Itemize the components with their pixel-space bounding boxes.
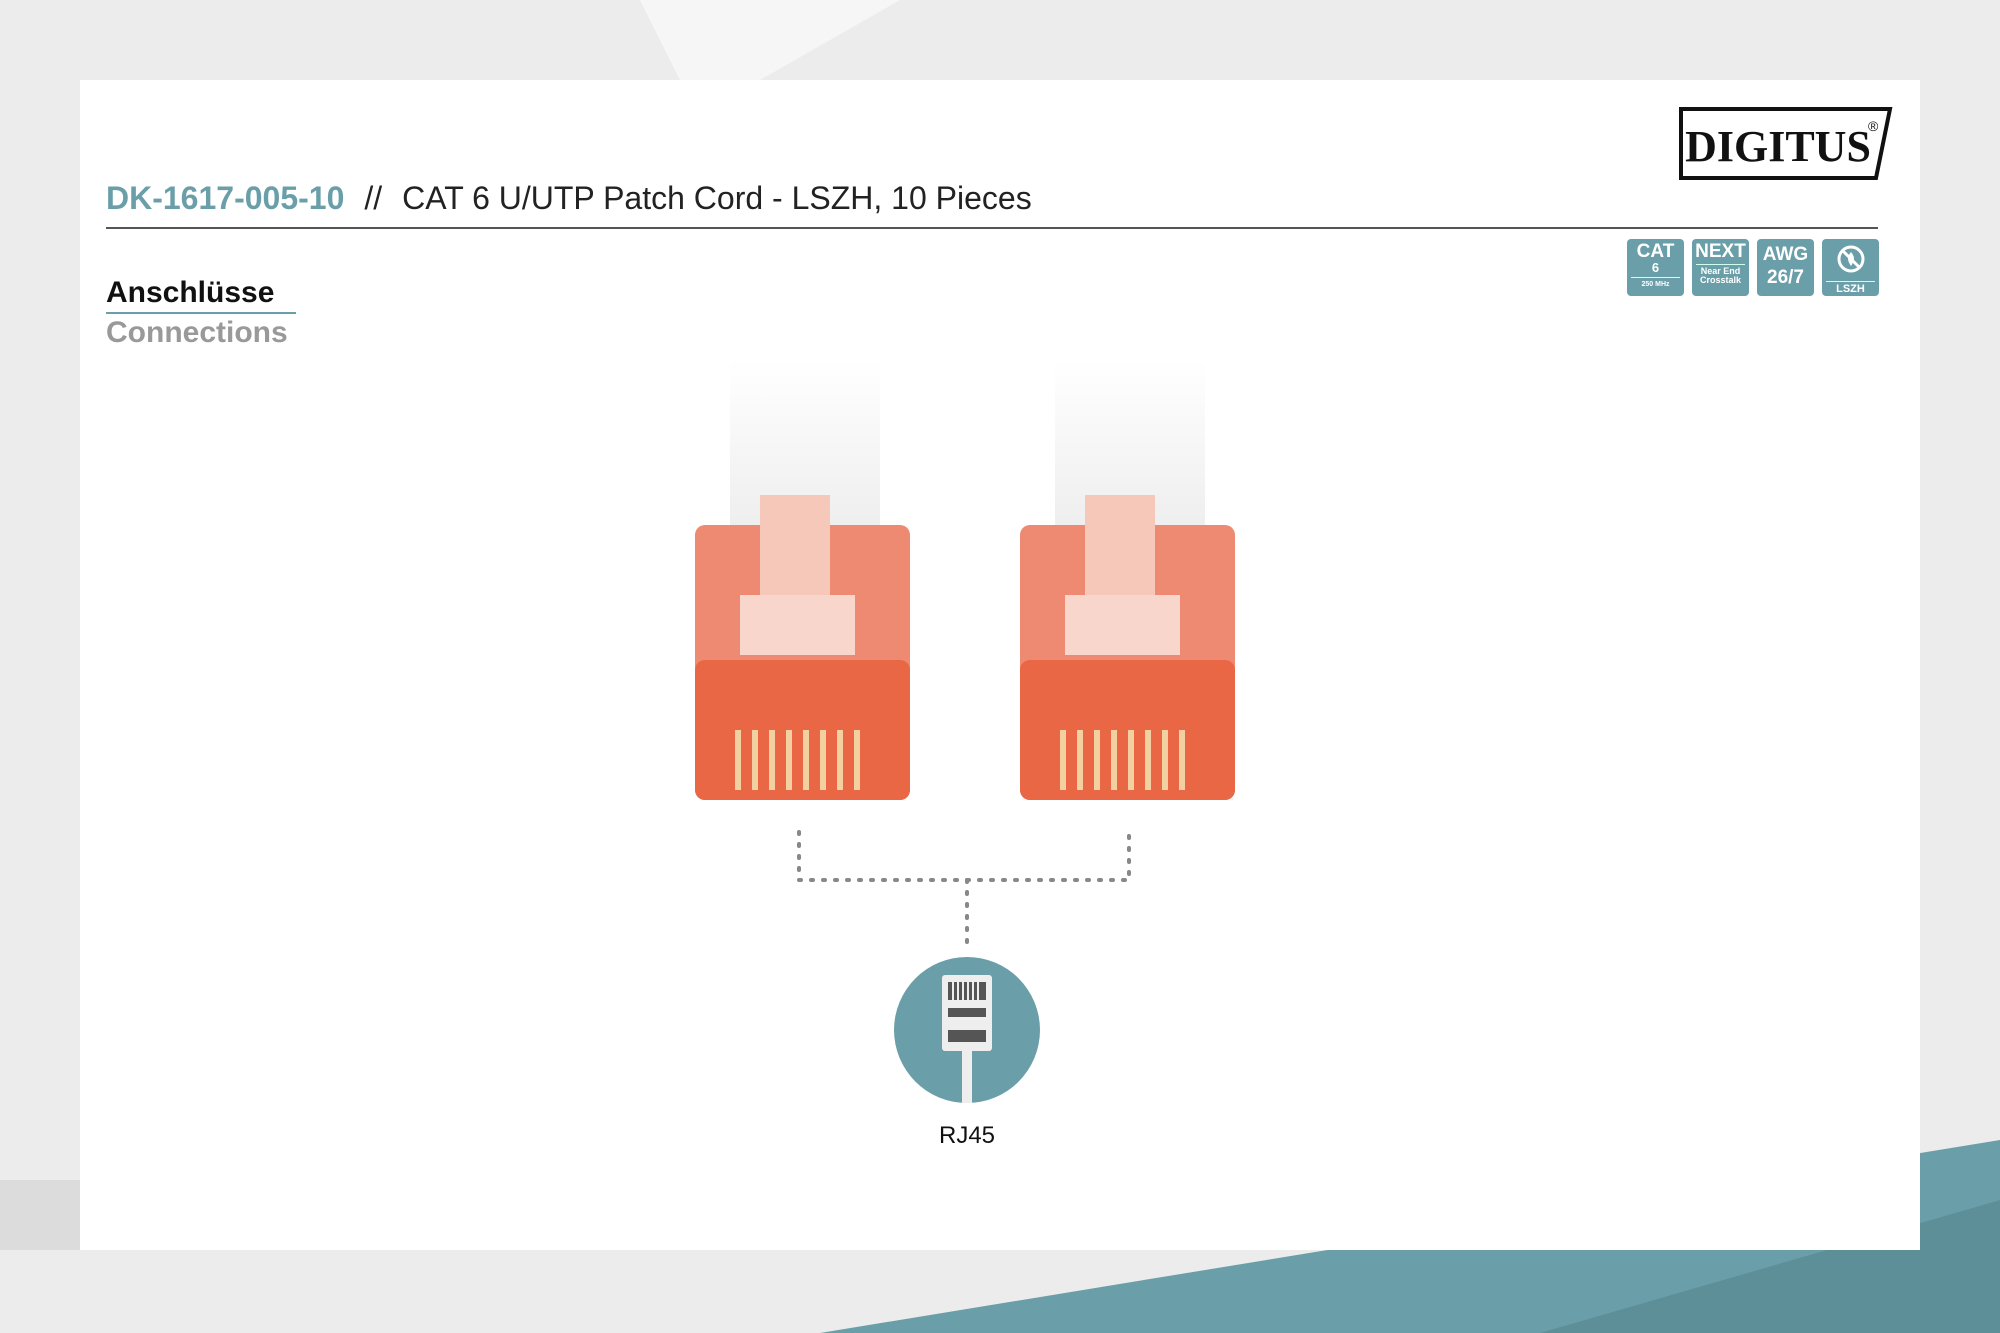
- badge-text: 6: [1651, 260, 1660, 275]
- rj45-connector-left: [695, 360, 910, 800]
- page-title: DK-1617-005-10 // CAT 6 U/UTP Patch Cord -…: [106, 180, 1032, 217]
- svg-text:DIGITUS: DIGITUS: [1685, 122, 1871, 171]
- product-code: DK-1617-005-10: [106, 180, 345, 216]
- badge-lszh: LSZH: [1822, 239, 1879, 296]
- connector-label: RJ45: [938, 1122, 996, 1149]
- svg-text:®: ®: [1868, 118, 1879, 134]
- badge-text: LSZH: [1826, 281, 1875, 295]
- badge-text: CAT: [1636, 241, 1675, 262]
- badge-text: 250 MHz: [1631, 277, 1680, 288]
- badge-text: 26/7: [1767, 267, 1804, 288]
- section-heading-de: Anschlüsse: [106, 276, 297, 314]
- badge-text: NEXT: [1695, 241, 1746, 262]
- digitus-logo: DIGITUS ®: [1679, 107, 1893, 180]
- title-divider: [106, 227, 1878, 229]
- product-title: CAT 6 U/UTP Patch Cord - LSZH, 10 Pieces: [402, 180, 1032, 216]
- title-separator: //: [364, 180, 383, 216]
- section-heading-en: Connections: [106, 316, 288, 349]
- badge-text: Near End Crosstalk: [1696, 264, 1745, 285]
- rj45-connector-right: [1020, 360, 1235, 800]
- badge-text: AWG: [1762, 244, 1809, 265]
- rj45-plug-icon: [894, 957, 1040, 1103]
- no-fire-icon: [1837, 245, 1864, 273]
- connection-lines: [797, 826, 1131, 947]
